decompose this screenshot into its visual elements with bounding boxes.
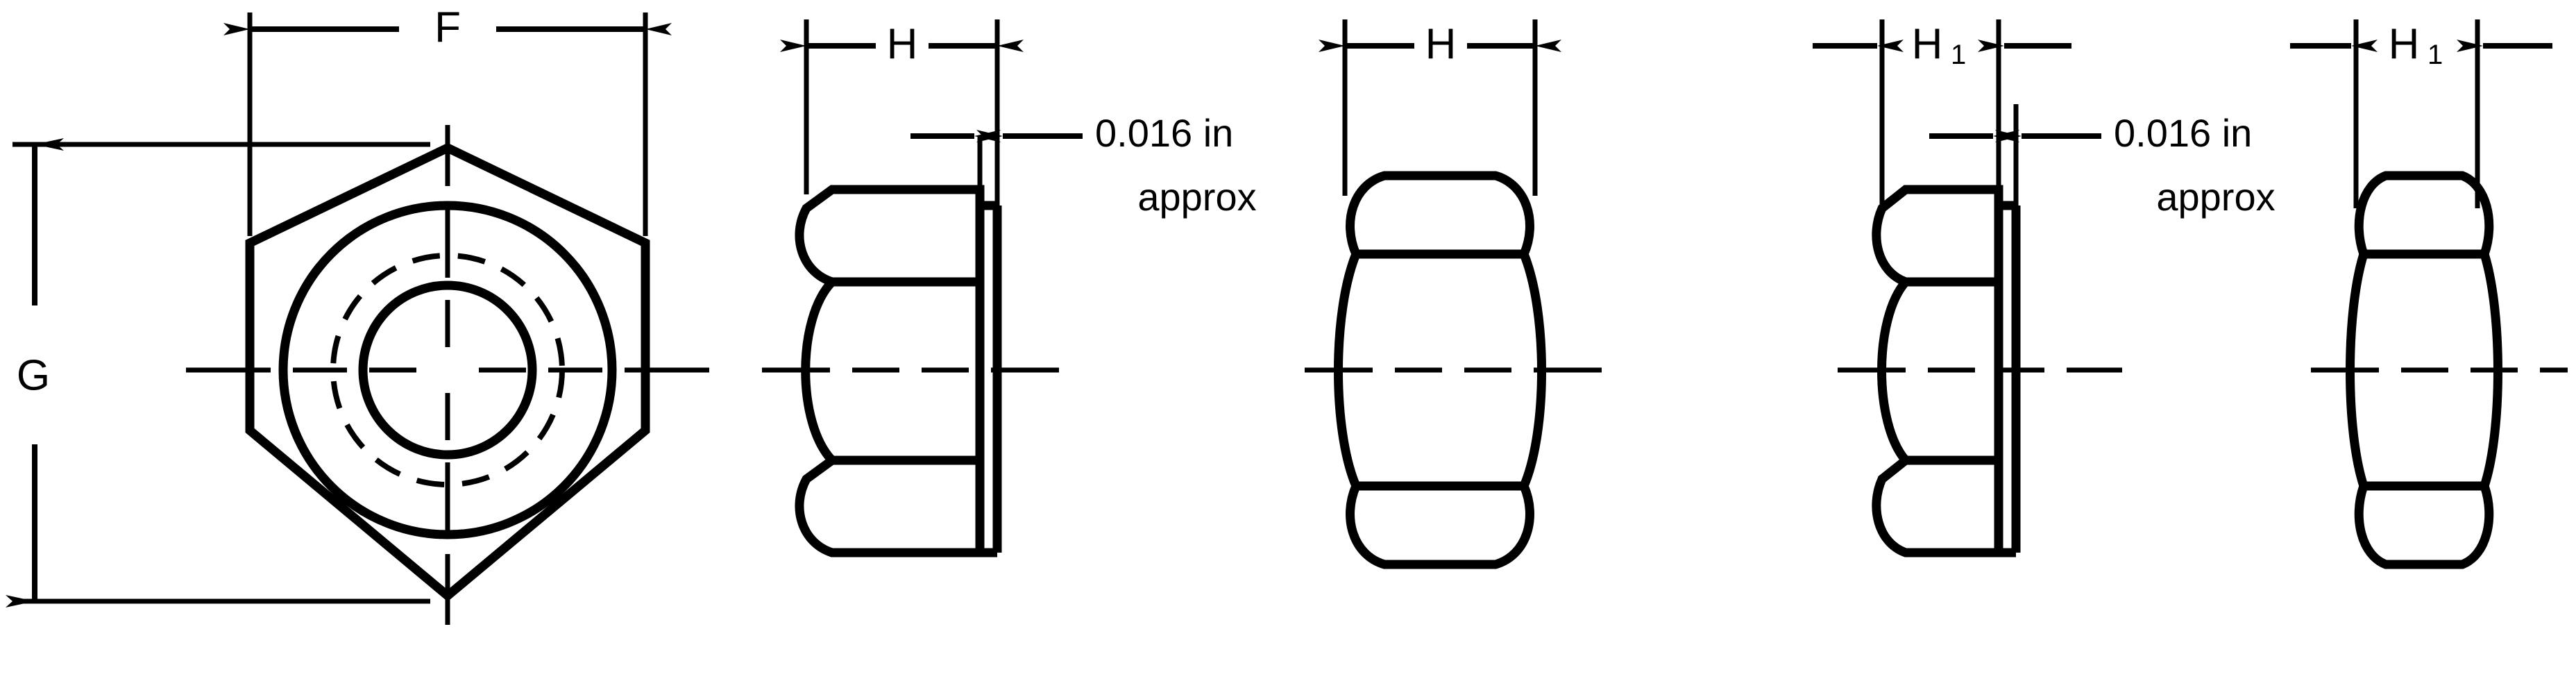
hexagon-outline xyxy=(245,142,650,602)
h1-dimension-second: H 1 xyxy=(2290,19,2552,208)
nut2-washer-face xyxy=(980,201,1002,558)
nut5-top-segment xyxy=(2354,171,2494,259)
side-view-nut-chamfered-first xyxy=(1334,171,1546,569)
thread-circle-dashed xyxy=(330,253,565,487)
nut2-top-segment xyxy=(795,185,985,287)
washer-face-note-second: 0.016 in approx xyxy=(1929,104,2276,229)
h-dimension-first: H xyxy=(780,19,1024,208)
h1-label-first-subscript: 1 xyxy=(1951,40,1966,70)
h-label-second: H xyxy=(1425,20,1457,68)
h-label-first: H xyxy=(887,20,918,68)
nut4-bottom-segment xyxy=(1872,455,2003,558)
nut2-bottom-segment xyxy=(795,455,985,558)
side-view-nut-washer-face-first xyxy=(795,185,1002,558)
g-dimension: G xyxy=(6,138,430,607)
top-view-centerlines xyxy=(186,125,709,625)
note2-line1: 0.016 in xyxy=(2114,111,2252,155)
g-label: G xyxy=(17,351,50,399)
nut4-top-segment xyxy=(1872,185,2003,287)
top-view-hexagon xyxy=(245,142,650,602)
h1-label-first: H xyxy=(1912,20,1943,68)
nut5-bottom-segment xyxy=(2354,481,2494,569)
washer-face-note-first: 0.016 in approx xyxy=(910,104,1257,229)
note1-line1: 0.016 in xyxy=(1095,111,1233,155)
hole-circle xyxy=(358,280,537,460)
side-view-jam-nut-chamfered xyxy=(2346,171,2502,569)
note1-line2: approx xyxy=(1137,175,1256,219)
h-dimension-second: H xyxy=(1319,19,1561,196)
side-view-jam-nut-washer-face xyxy=(1872,185,2021,558)
nut4-washer-face xyxy=(1999,201,2021,558)
note2-line2: approx xyxy=(2156,175,2275,219)
nut3-bottom-segment xyxy=(1346,481,1534,569)
h1-label-second-subscript: 1 xyxy=(2427,40,2443,70)
h1-label-first-group: H 1 xyxy=(1912,20,1967,70)
h1-label-second-group: H 1 xyxy=(2389,20,2443,70)
f-dimension: F xyxy=(223,3,672,236)
h1-label-second: H xyxy=(2389,20,2420,68)
f-label: F xyxy=(434,3,461,51)
h1-dimension-first: H 1 xyxy=(1813,19,2071,208)
chamfer-circle xyxy=(278,201,617,539)
nut3-top-segment xyxy=(1346,171,1534,259)
